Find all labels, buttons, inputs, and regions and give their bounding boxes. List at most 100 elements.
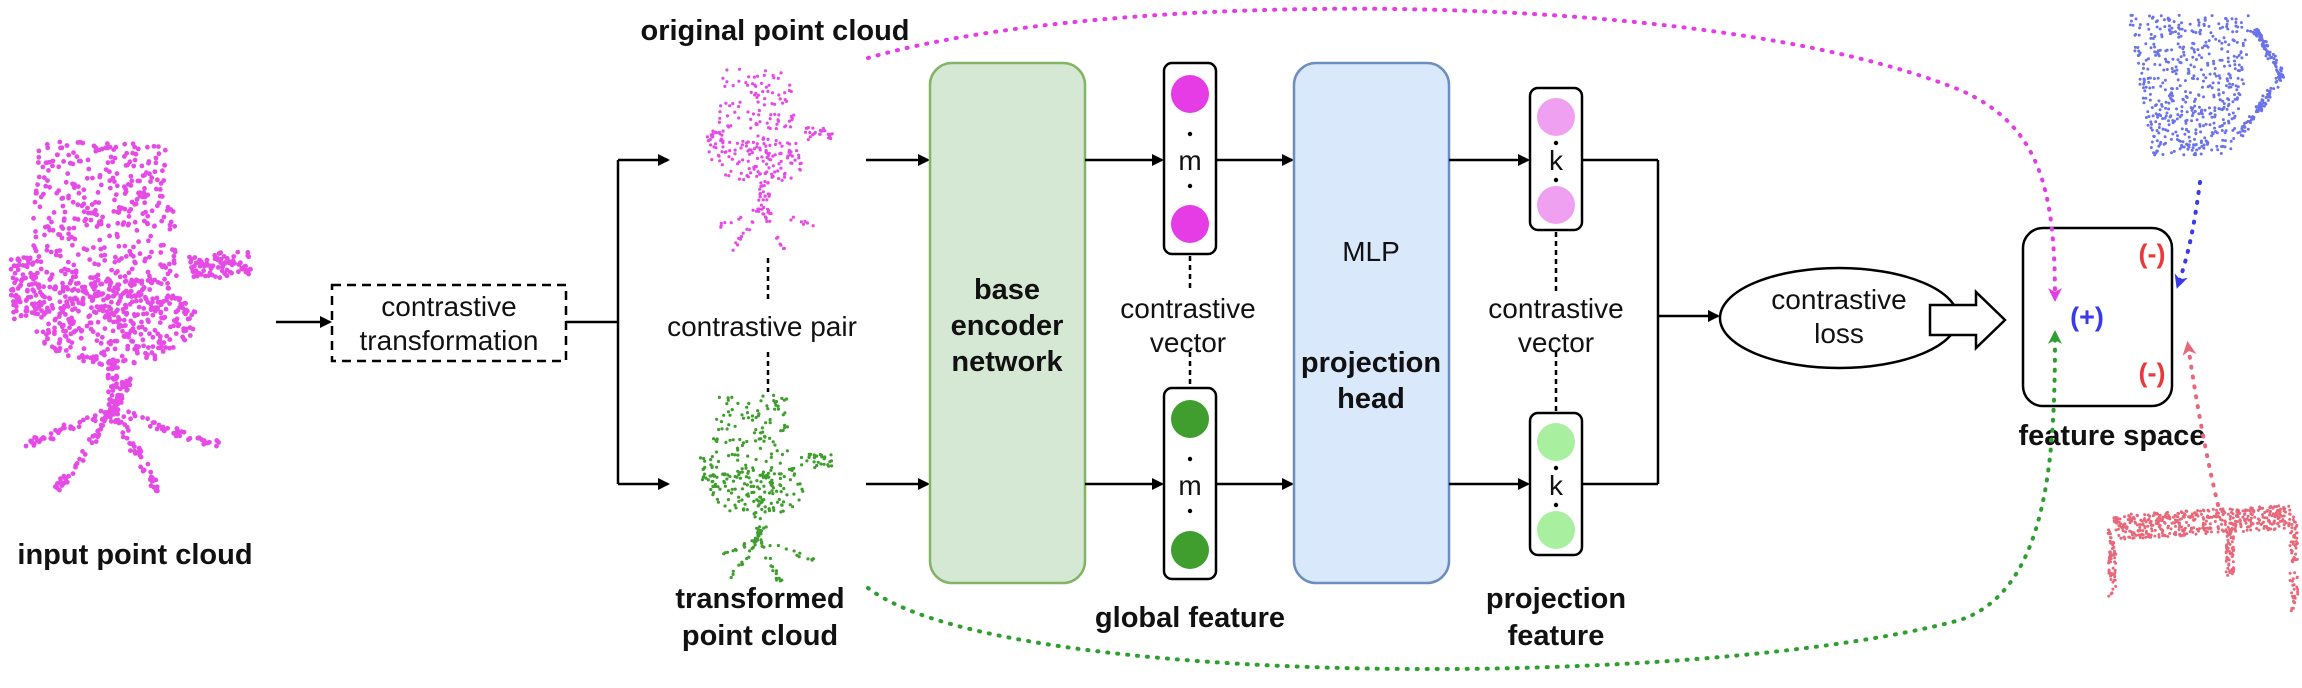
point	[756, 134, 760, 138]
point	[761, 470, 766, 474]
point	[750, 539, 754, 543]
point	[92, 433, 98, 438]
point	[718, 110, 722, 114]
m-label-top: m	[1178, 145, 1201, 176]
point	[2238, 93, 2242, 97]
point	[2247, 115, 2251, 119]
point	[775, 449, 779, 453]
point	[725, 477, 729, 481]
point	[2164, 49, 2168, 53]
point	[155, 280, 161, 285]
point	[2128, 529, 2132, 533]
point	[767, 166, 771, 170]
point	[108, 419, 114, 424]
point	[751, 468, 756, 472]
point	[2183, 513, 2187, 517]
point	[2190, 148, 2194, 152]
point	[2235, 30, 2239, 34]
point	[2203, 526, 2207, 530]
point	[107, 277, 112, 283]
point	[2290, 607, 2294, 610]
input-point-cloud-label: input point cloud	[17, 539, 252, 571]
point	[2249, 29, 2252, 33]
point	[33, 248, 39, 254]
table-to-negative-dotted-path	[2182, 341, 2220, 507]
point	[2155, 129, 2159, 133]
point	[733, 424, 737, 428]
point	[2140, 71, 2144, 75]
point	[797, 555, 801, 559]
point	[715, 497, 720, 501]
point	[769, 452, 774, 456]
point	[2261, 39, 2265, 43]
point	[141, 286, 146, 291]
point	[38, 194, 44, 200]
point	[2182, 153, 2186, 157]
point	[746, 492, 750, 496]
point	[2108, 550, 2112, 554]
point	[762, 439, 766, 443]
point	[2147, 80, 2151, 84]
point	[2217, 39, 2221, 43]
point	[159, 315, 164, 321]
point	[2173, 513, 2177, 517]
point	[763, 69, 768, 73]
contrastive-loss: contrastive loss	[1718, 266, 1960, 370]
point	[719, 224, 723, 228]
point	[2262, 520, 2265, 524]
point	[126, 208, 132, 214]
point	[2188, 516, 2192, 520]
point	[797, 498, 801, 502]
point	[80, 458, 86, 463]
point	[823, 455, 827, 459]
point	[2261, 94, 2265, 98]
point	[67, 325, 72, 331]
point	[718, 159, 722, 163]
point	[727, 454, 731, 458]
point	[779, 159, 783, 163]
point	[170, 345, 176, 350]
point	[36, 439, 42, 445]
point	[2255, 27, 2259, 31]
point	[76, 280, 81, 286]
point	[2257, 521, 2261, 525]
point	[20, 272, 26, 277]
point	[152, 327, 158, 333]
point	[47, 296, 53, 302]
point	[2204, 40, 2208, 44]
point	[2199, 68, 2203, 72]
point	[179, 429, 185, 434]
point	[733, 152, 737, 156]
point	[187, 316, 192, 322]
point	[766, 407, 770, 411]
point	[247, 266, 253, 272]
point	[2228, 532, 2232, 536]
point	[227, 269, 233, 275]
point	[759, 399, 763, 403]
point	[716, 459, 721, 464]
point	[2194, 128, 2198, 132]
point	[156, 422, 162, 428]
point	[811, 133, 815, 137]
point	[777, 576, 781, 580]
point	[2241, 41, 2245, 45]
point	[57, 299, 63, 305]
point	[2188, 22, 2192, 26]
point	[75, 252, 81, 257]
point	[774, 572, 778, 576]
point	[174, 430, 180, 435]
point	[2203, 136, 2207, 140]
point	[190, 269, 196, 275]
point	[2149, 519, 2153, 523]
point	[2129, 19, 2133, 23]
point	[757, 198, 761, 202]
point	[2175, 107, 2178, 111]
point	[780, 396, 784, 400]
point	[730, 408, 734, 412]
point	[2147, 115, 2151, 118]
point	[759, 538, 763, 542]
point	[2119, 525, 2123, 529]
point	[2187, 71, 2191, 75]
point	[149, 350, 155, 356]
point	[764, 216, 768, 220]
